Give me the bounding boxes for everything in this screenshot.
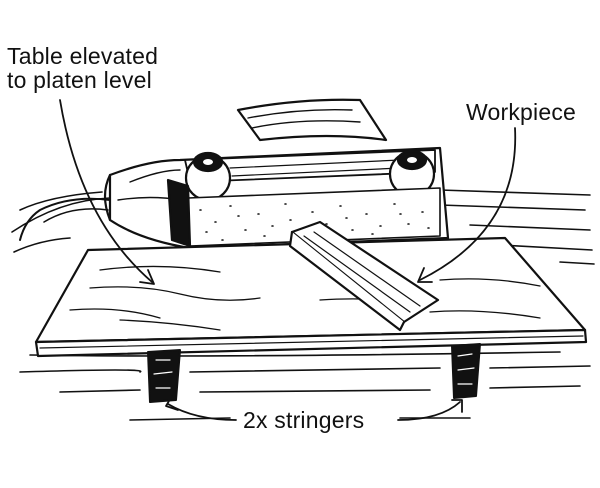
workpiece-board bbox=[288, 220, 440, 332]
label-table-elevated: Table elevated to platen level bbox=[7, 44, 158, 92]
label-stringers: 2x stringers bbox=[243, 407, 365, 433]
stringer-left bbox=[147, 349, 181, 403]
leader-table bbox=[59, 99, 155, 285]
leader-workpiece bbox=[417, 127, 517, 283]
label-table-line2: to platen level bbox=[7, 67, 152, 93]
label-table-line1: Table elevated bbox=[7, 43, 159, 69]
stringer-right bbox=[451, 343, 481, 399]
label-workpiece: Workpiece bbox=[466, 99, 577, 125]
belt-sander bbox=[19, 98, 450, 250]
leader-stringers bbox=[165, 395, 463, 421]
